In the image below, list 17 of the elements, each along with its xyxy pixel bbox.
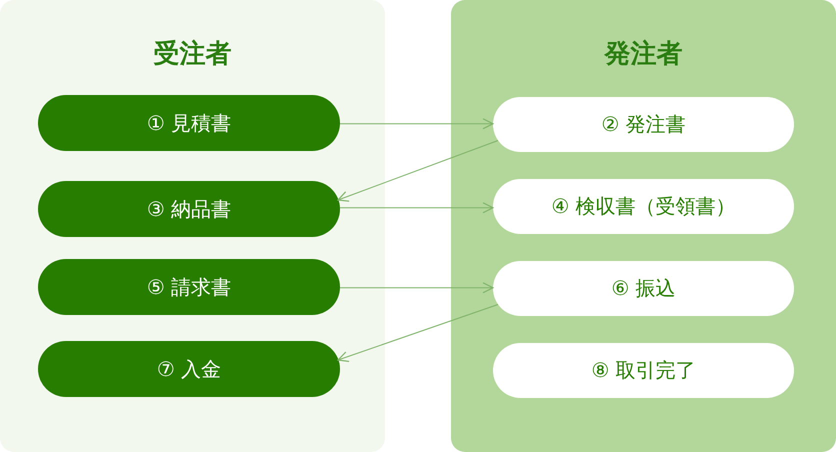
step-pill: ③ 納品書: [38, 181, 340, 237]
arrow: [337, 304, 498, 362]
panel-heading: 受注者: [154, 38, 232, 71]
step-pill: ⑤ 請求書: [38, 259, 340, 315]
panel-heading: 発注者: [604, 38, 682, 71]
step-pill: ⑥ 振込: [493, 261, 794, 316]
step-pill: ① 見積書: [38, 95, 340, 151]
arrow: [340, 202, 494, 214]
panel: [451, 0, 836, 452]
panel: [0, 0, 385, 452]
step-pill: ⑦ 入金: [38, 341, 340, 397]
step-pill: ⑧ 取引完了: [493, 343, 794, 398]
step-pill: ④ 検収書（受領書）: [493, 179, 794, 234]
arrow: [337, 140, 498, 202]
arrow: [340, 282, 494, 294]
step-pill: ② 発注書: [493, 97, 794, 152]
arrow: [340, 118, 494, 130]
